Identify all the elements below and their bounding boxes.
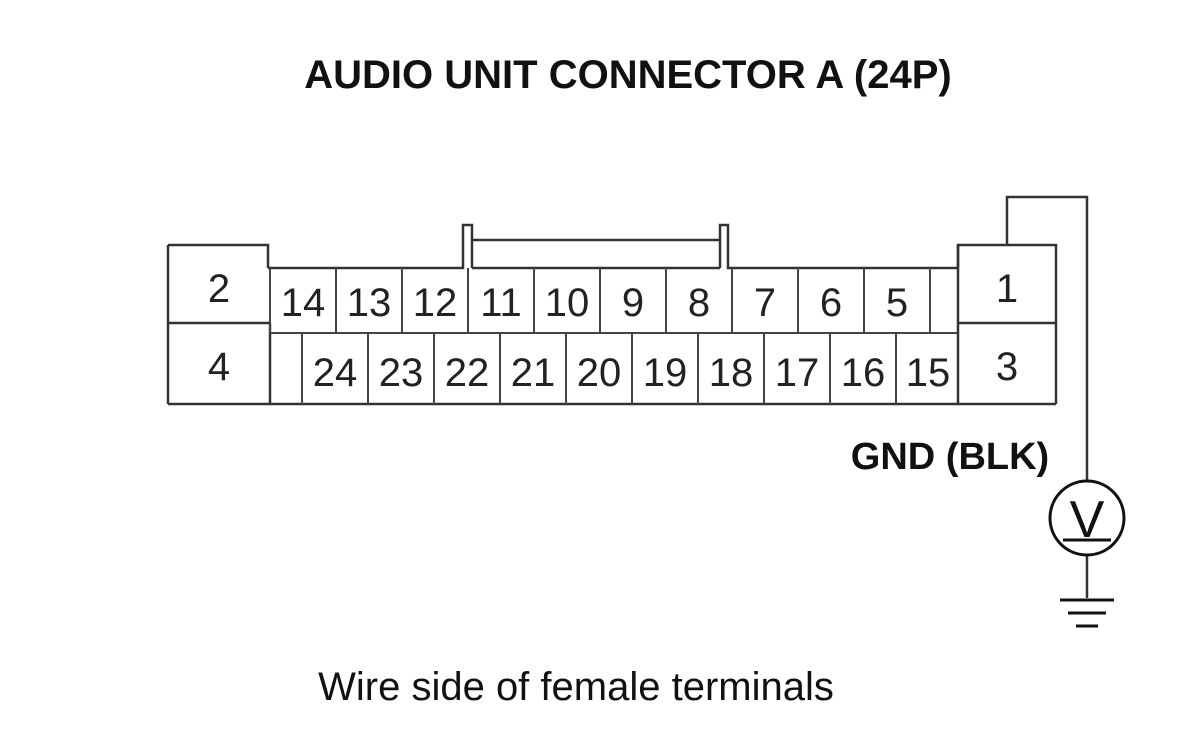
test-lead — [1005, 195, 1089, 598]
pin-1: 1 — [996, 267, 1018, 311]
pin-6: 6 — [820, 281, 842, 325]
pin-13: 13 — [347, 281, 392, 325]
pin-9: 9 — [622, 281, 644, 325]
pin-23: 23 — [379, 351, 424, 395]
diagram-title: AUDIO UNIT CONNECTOR A (24P) — [304, 53, 951, 97]
pin-4: 4 — [208, 345, 230, 389]
pin-7: 7 — [754, 281, 776, 325]
lock-tab-left — [268, 223, 474, 270]
pin-17: 17 — [775, 351, 820, 395]
pin-16: 16 — [841, 351, 886, 395]
probe-wire — [1005, 195, 1089, 480]
lock-tab-right — [718, 223, 958, 270]
voltmeter-icon: V — [1048, 479, 1126, 557]
pin-22: 22 — [445, 351, 490, 395]
ground-label: GND (BLK) — [851, 436, 1049, 478]
ground-icon — [1060, 598, 1114, 628]
left-block-top — [168, 243, 270, 268]
pin-5: 5 — [886, 281, 908, 325]
pin-18: 18 — [709, 351, 754, 395]
pin-2: 2 — [208, 267, 230, 311]
connector-body — [166, 223, 1058, 406]
pin-labels: 2 4 1 3 14 13 12 11 10 9 8 7 6 5 24 23 2… — [208, 267, 1018, 395]
pin-19: 19 — [643, 351, 688, 395]
pin-10: 10 — [545, 281, 590, 325]
pin-20: 20 — [577, 351, 622, 395]
pin-15: 15 — [906, 351, 951, 395]
pin-8: 8 — [688, 281, 710, 325]
pin-21: 21 — [511, 351, 556, 395]
pin-14: 14 — [281, 281, 326, 325]
pin-11: 11 — [480, 281, 522, 325]
pin-24: 24 — [313, 351, 358, 395]
pin-3: 3 — [996, 345, 1018, 389]
pin-12: 12 — [413, 281, 458, 325]
diagram-caption: Wire side of female terminals — [318, 665, 834, 709]
